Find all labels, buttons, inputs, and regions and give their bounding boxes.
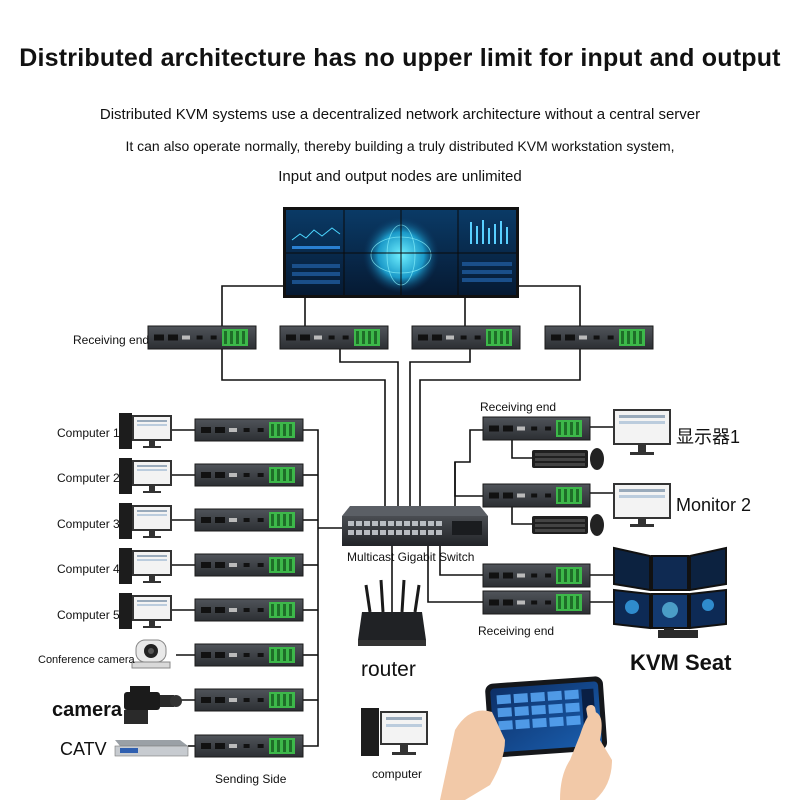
sender-box-8 xyxy=(194,734,304,758)
source-label-conference-camera: Conference camera xyxy=(38,654,135,666)
label-computer: computer xyxy=(372,767,423,781)
receiver-box-top-3 xyxy=(411,325,521,350)
label-kvm-seat: KVM Seat xyxy=(630,650,732,675)
sender-box-4 xyxy=(194,553,304,577)
computer-2-icon xyxy=(119,458,172,494)
receiver-box-right-4 xyxy=(482,590,591,615)
computer-5-icon xyxy=(119,593,172,629)
subtitle-line-3: Input and output nodes are unlimited xyxy=(278,168,522,185)
multicast-switch xyxy=(342,506,488,546)
source-label-computer-1: Computer 1 xyxy=(57,426,120,440)
sender-box-1 xyxy=(194,418,304,442)
label-sending-side: Sending Side xyxy=(215,772,287,786)
computer-1-icon xyxy=(119,413,172,449)
source-label-computer-3: Computer 3 xyxy=(57,517,120,531)
video-camera-icon xyxy=(124,686,182,724)
video-wall xyxy=(283,207,519,298)
receiver-box-right-2 xyxy=(482,483,591,508)
source-label-computer-5: Computer 5 xyxy=(57,608,120,622)
computer-3-icon xyxy=(119,503,172,539)
label-router: router xyxy=(361,658,416,681)
conference-camera-icon xyxy=(131,639,171,669)
receiver-box-top-1 xyxy=(147,325,257,350)
catv-receiver-icon xyxy=(114,740,189,757)
right-monitor-2-icon xyxy=(613,483,671,527)
subtitle-line-1: Distributed KVM systems use a decentrali… xyxy=(99,106,701,123)
receiver-box-right-3 xyxy=(482,563,591,588)
computer-4-icon xyxy=(119,548,172,584)
sender-box-5 xyxy=(194,598,304,622)
label-switch: Multicast Gigabit Switch xyxy=(347,550,475,564)
source-label-computer-2: Computer 2 xyxy=(57,471,120,485)
keyboard-mouse-1-icon xyxy=(532,448,604,470)
right-monitor-1-icon xyxy=(613,409,671,455)
label-receiving-end-right-top: Receiving end xyxy=(480,400,557,414)
kvm-seat-monitors xyxy=(613,546,727,638)
receiver-box-right-1 xyxy=(482,416,591,441)
source-computers xyxy=(119,413,172,629)
sender-box-3 xyxy=(194,508,304,532)
source-label-computer-4: Computer 4 xyxy=(57,562,120,576)
label-receiving-end-top: Receiving end xyxy=(73,333,150,347)
sender-box-7 xyxy=(194,688,304,712)
bottom-computer-icon xyxy=(361,708,428,756)
sender-box-2 xyxy=(194,463,304,487)
receiver-box-top-4 xyxy=(544,325,654,350)
label-receiving-end-right-bottom: Receiving end xyxy=(478,624,555,638)
page-title: Distributed architecture has no upper li… xyxy=(19,44,781,72)
tablet-with-hands xyxy=(440,676,612,800)
extender-boxes xyxy=(147,325,654,758)
label-monitor-1: 显示器1 xyxy=(676,427,741,447)
connection-lines xyxy=(172,285,614,747)
source-label-camera: camera xyxy=(52,699,123,721)
subtitle-line-2: It can also operate normally, thereby bu… xyxy=(125,138,675,154)
keyboard-mouse-2-icon xyxy=(532,514,604,536)
sender-box-6 xyxy=(194,643,304,667)
receiver-box-top-2 xyxy=(279,325,389,350)
label-monitor-2: Monitor 2 xyxy=(676,495,752,515)
router-device xyxy=(358,579,426,646)
source-label-catv: CATV xyxy=(60,739,107,759)
